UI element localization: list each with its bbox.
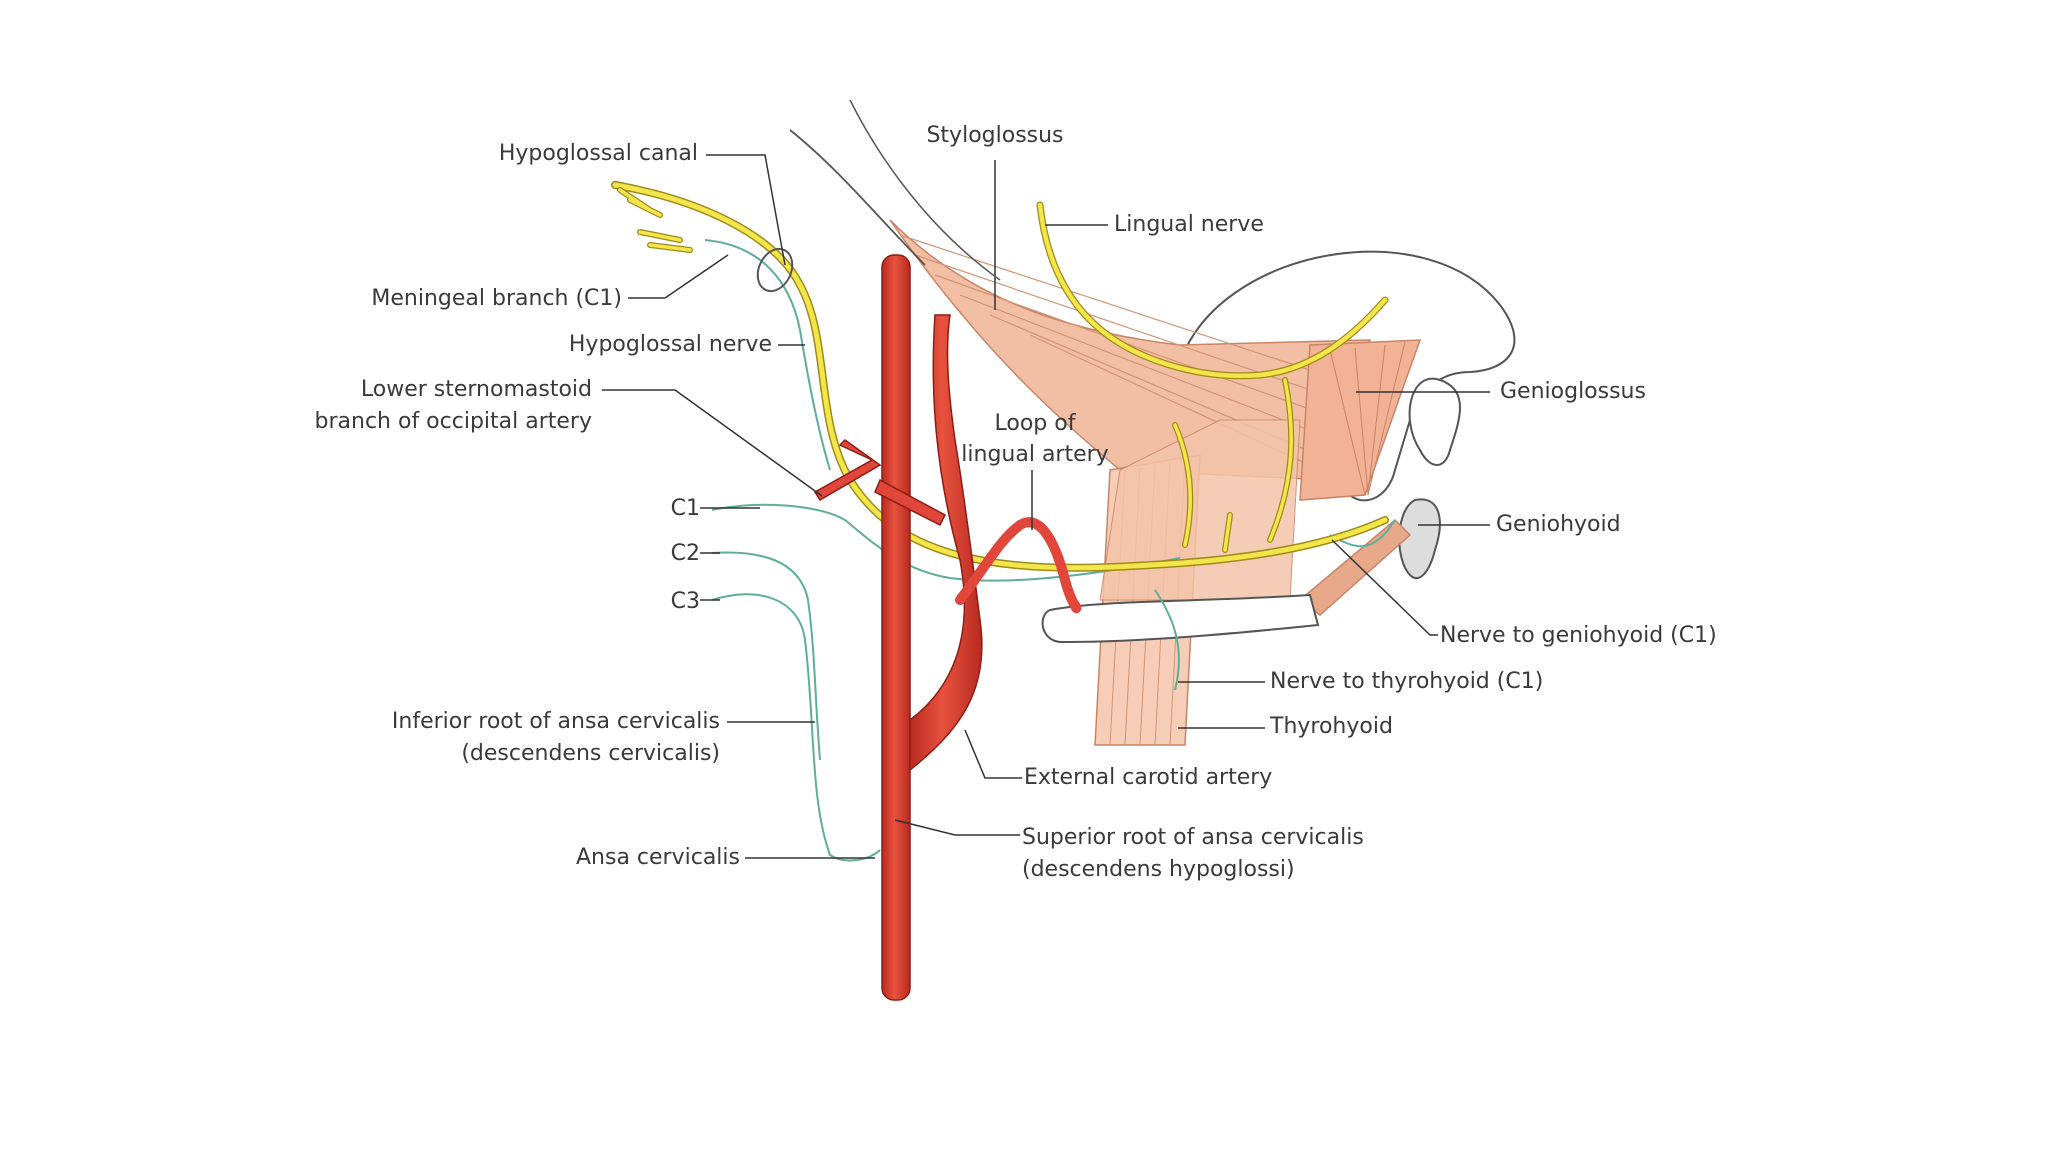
- lingual-artery-loop: [955, 517, 1082, 614]
- meningeal-branch-nerve: [704, 239, 831, 471]
- label-loop-lingual-1: Loop of: [994, 411, 1076, 436]
- label-ansa-cervicalis: Ansa cervicalis: [575, 845, 740, 870]
- genioglossus-muscle: [1299, 339, 1422, 501]
- label-styloglossus: Styloglossus: [926, 123, 1064, 148]
- label-inferior-root-2: (descendens cervicalis): [461, 741, 720, 766]
- hyoid-bone: [1041, 593, 1320, 644]
- nerve-to-thyrohyoid-nerve: [1154, 589, 1180, 691]
- label-meningeal-branch: Meningeal branch (C1): [371, 286, 622, 311]
- leader-lines: [602, 154, 1490, 859]
- hypoglossal-nerve-path: [611, 181, 1389, 572]
- label-c2: C2: [670, 541, 700, 566]
- label-hypoglossal-canal: Hypoglossal canal: [498, 141, 698, 166]
- label-lingual-nerve: Lingual nerve: [1114, 212, 1264, 237]
- carotid-artery-column: [881, 254, 911, 1001]
- label-genioglossus: Genioglossus: [1500, 379, 1646, 404]
- hypoglossal-canal-ring: [756, 247, 794, 293]
- label-geniohyoid: Geniohyoid: [1496, 512, 1621, 537]
- label-loop-lingual-2: lingual artery: [961, 442, 1109, 467]
- label-c3: C3: [670, 589, 700, 614]
- label-lower-sternomastoid-1: Lower sternomastoid: [360, 377, 592, 402]
- label-nerve-to-thyrohyoid: Nerve to thyrohyoid (C1): [1270, 669, 1544, 694]
- label-lower-sternomastoid-2: branch of occipital artery: [314, 409, 592, 434]
- c3-nerve: [711, 593, 881, 862]
- label-c1: C1: [670, 496, 700, 521]
- label-thyrohyoid: Thyrohyoid: [1270, 714, 1393, 739]
- label-superior-root-1: Superior root of ansa cervicalis: [1022, 825, 1364, 850]
- label-external-carotid: External carotid artery: [1024, 765, 1273, 790]
- label-nerve-to-geniohyoid: Nerve to geniohyoid (C1): [1440, 623, 1717, 648]
- arteries: [813, 254, 1082, 1001]
- label-inferior-root-1: Inferior root of ansa cervicalis: [391, 709, 720, 734]
- label-superior-root-2: (descendens hypoglossi): [1022, 857, 1295, 882]
- mandible-section: [1398, 377, 1461, 580]
- pharyngeal-outline: [789, 129, 926, 266]
- occipital-artery-branch: [813, 439, 882, 502]
- label-hypoglossal-nerve: Hypoglossal nerve: [568, 332, 772, 357]
- mandible-ramus-outline: [849, 99, 1001, 281]
- external-carotid-artery: [909, 314, 983, 772]
- c2-nerve: [711, 551, 821, 761]
